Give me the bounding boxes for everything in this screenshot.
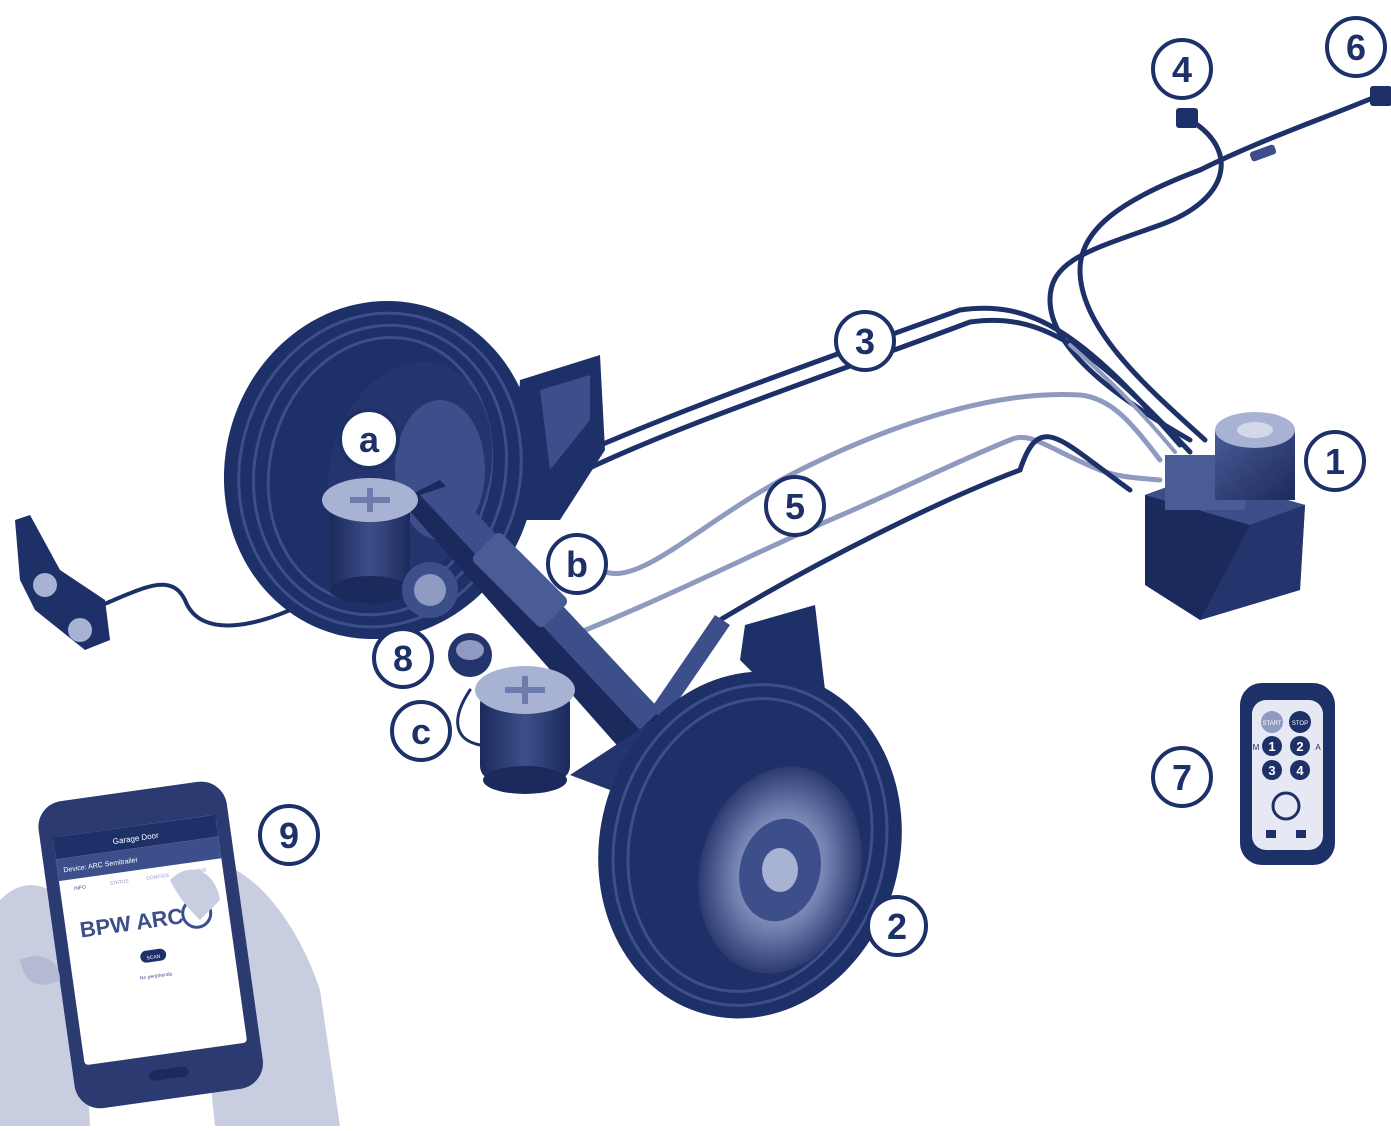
callout-1: 1 [1304, 430, 1366, 492]
callout-3-label: 3 [855, 324, 875, 360]
callout-4: 4 [1151, 38, 1213, 100]
callout-5: 5 [764, 475, 826, 537]
callout-c: c [390, 700, 452, 762]
callout-a: a [338, 408, 400, 470]
callout-c-label: c [411, 714, 431, 750]
callout-2-label: 2 [887, 909, 907, 945]
callout-8: 8 [372, 627, 434, 689]
remote-control-icon: START STOP 1 2 3 4 M A [1240, 683, 1335, 865]
remote-btn-1: 1 [1268, 739, 1275, 754]
callout-9: 9 [258, 804, 320, 866]
callout-a-label: a [359, 422, 379, 458]
callout-6: 6 [1325, 16, 1387, 78]
callout-1-label: 1 [1325, 444, 1345, 480]
remote-start-label: START [1262, 721, 1281, 727]
hand-control-icon [15, 515, 110, 650]
callout-b-label: b [566, 547, 588, 583]
callout-b: b [546, 533, 608, 595]
callout-8-label: 8 [393, 641, 413, 677]
callout-5-label: 5 [785, 489, 805, 525]
callout-6-label: 6 [1346, 30, 1366, 66]
air-spring-right [475, 666, 575, 794]
remote-btn-2: 2 [1296, 739, 1303, 754]
remote-btn-4: 4 [1296, 763, 1304, 778]
remote-btn-3: 3 [1268, 763, 1275, 778]
callout-2: 2 [866, 895, 928, 957]
callout-3: 3 [834, 310, 896, 372]
remote-m-label: M [1253, 743, 1260, 752]
remote-a-label: A [1315, 743, 1321, 752]
callout-9-label: 9 [279, 818, 299, 854]
callout-4-label: 4 [1172, 52, 1192, 88]
callout-7: 7 [1151, 746, 1213, 808]
callout-7-label: 7 [1172, 760, 1192, 796]
connectors [1176, 86, 1391, 162]
remote-stop-label: STOP [1292, 721, 1308, 727]
